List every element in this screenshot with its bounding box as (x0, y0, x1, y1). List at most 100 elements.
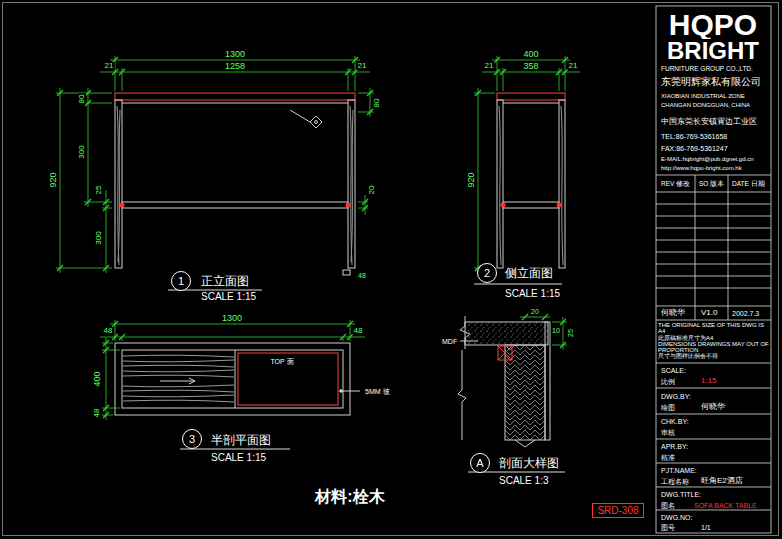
half-section-plan (123, 395, 234, 397)
section-detail (460, 341, 478, 342)
view-scale: SCALE 1:3 (498, 476, 549, 486)
view-scale: SCALE 1:15 (200, 292, 257, 302)
section-detail (545, 322, 550, 440)
table-header: DATE 日期 (731, 181, 766, 188)
section-detail (465, 322, 548, 345)
view-title: 正立面图 (200, 275, 250, 287)
dimension-line (365, 195, 366, 215)
page-frame (3, 3, 779, 536)
view-title: 侧立面图 (504, 267, 554, 279)
dimension-text: 25 (95, 185, 103, 196)
side-elevation (497, 93, 565, 268)
view-callout-circle: 3 (182, 429, 202, 449)
title-block-grid (656, 264, 771, 265)
side-elevation (559, 100, 565, 268)
title-block-grid (656, 240, 771, 241)
half-section-plan (123, 375, 234, 377)
dimension-line (100, 72, 370, 73)
half-section-plan (238, 353, 338, 405)
title-block-grid (656, 306, 771, 307)
half-section-plan (123, 360, 234, 362)
title-field: 审核 (660, 429, 676, 436)
front-elevation (348, 100, 355, 268)
dimension-line (503, 68, 504, 91)
half-section-plan (123, 390, 234, 392)
dimension-line (88, 88, 89, 207)
dimension-text: 48 (357, 272, 367, 279)
dimension-text: 21 (104, 62, 115, 70)
front-elevation (310, 116, 322, 128)
section-detail (515, 440, 535, 447)
dimension-text: 1258 (224, 62, 246, 71)
front-elevation (343, 270, 350, 275)
dimension-text: 920 (49, 171, 58, 188)
callout-label: 3 (189, 434, 195, 445)
company-logo: BRIGHT (666, 39, 760, 63)
dimension-line (358, 112, 374, 113)
dimension-line (358, 202, 368, 203)
callout-label: 2 (484, 268, 490, 279)
front-elevation (315, 121, 318, 124)
title-block-grid (656, 439, 771, 440)
front-elevation (351, 110, 353, 262)
side-elevation (501, 203, 506, 208)
dimension-text: 300 (78, 144, 86, 159)
front-elevation (120, 203, 125, 208)
section-detail (460, 316, 470, 349)
title-block-grid (728, 175, 729, 320)
front-elevation (118, 110, 120, 262)
callout-label: A (476, 458, 483, 469)
dimension-text: 920 (467, 171, 476, 188)
title-field: 图名 (660, 502, 676, 509)
dimension-line (110, 324, 355, 325)
dimension-line (358, 93, 374, 94)
side-elevation (503, 103, 559, 104)
title-block-grid (656, 388, 771, 389)
view-title-underline (168, 284, 565, 472)
view-title: 半剖平面图 (210, 434, 272, 446)
title-block-grid (656, 487, 771, 488)
front-elevation (350, 106, 352, 265)
dimension-text: 48 (93, 408, 101, 419)
title-block-grid (656, 463, 771, 464)
half-section-plan (115, 343, 350, 415)
front-elevation (122, 202, 348, 208)
dimension-line (497, 56, 498, 91)
dimension-text: 48 (353, 327, 364, 335)
dimension-line (478, 88, 479, 273)
front-elevation (115, 100, 122, 268)
title-block-grid (656, 228, 771, 229)
dimension-text: 80 (78, 94, 86, 105)
dimension-text: 358 (522, 62, 539, 71)
callout-label: SRD-308 (597, 506, 638, 516)
side-elevation (561, 106, 563, 265)
dimension-text: 21 (568, 62, 579, 70)
dimension-line (102, 415, 113, 416)
notes-block: THE ORIGINAL SIZE OF THIS DWG IS A4此原稿标准… (658, 322, 770, 360)
side-elevation (503, 202, 559, 208)
dimension-text: 400 (522, 50, 539, 59)
dimension-line (355, 56, 356, 91)
company-address: 中国东莞长安镇霄边工业区 (660, 118, 758, 126)
dimension-line (115, 320, 116, 341)
side-elevation (557, 203, 562, 208)
title-field: 图号 (660, 524, 676, 531)
dimension-line (565, 56, 566, 91)
contact: E-MAIL:hqbright@pub.dgnet.gd.cn (660, 156, 754, 162)
section-detail (498, 346, 512, 360)
view-title-underline (474, 284, 562, 285)
contact: FAX:86-769-5361247 (660, 145, 729, 152)
part-note: TOP 面 (269, 358, 294, 365)
view-callout-circle: A (470, 453, 490, 473)
contact: http://www.hqpo-bright.com.hk (660, 165, 743, 171)
title-block-grid (656, 175, 771, 176)
dimension-line (56, 268, 112, 269)
half-section-plan (235, 350, 236, 408)
dimension-line (102, 350, 120, 351)
section-detail (458, 316, 550, 447)
title-block-grid (695, 175, 696, 320)
title-block-grid (656, 363, 771, 364)
dimension-line (110, 60, 360, 61)
half-section-plan (123, 370, 234, 372)
title-value: 旺角E2酒店 (700, 477, 744, 485)
